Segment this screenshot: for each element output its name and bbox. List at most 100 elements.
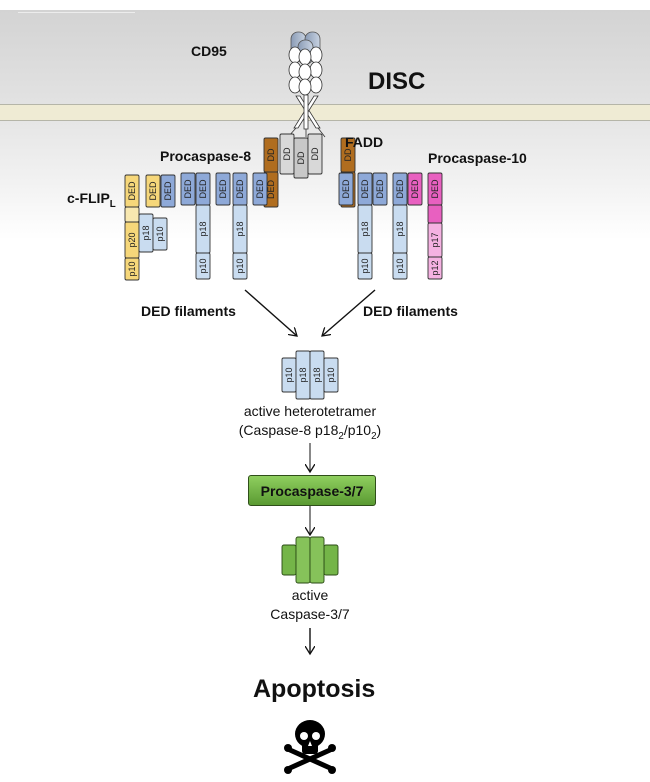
cd95-dd: DD [279, 133, 295, 175]
top-line [18, 12, 135, 13]
heterotetramer-label-line2: (Caspase-8 p182/p102) [238, 422, 382, 442]
caspase8-ded: DED [357, 172, 373, 206]
caspase8-p18: p18 [195, 204, 211, 254]
caspase8-p10: p10 [357, 252, 373, 280]
procaspase10-label: Procaspase-10 [428, 150, 527, 166]
cell-membrane [0, 104, 650, 121]
caspase8-ded: DED [215, 172, 231, 206]
caspase8-p18: p18 [138, 213, 154, 253]
svg-text:DED: DED [255, 179, 265, 199]
cflip-ded: DED [145, 174, 161, 208]
cflip-p20: p20 [124, 221, 140, 259]
caspase8-ded: DED [195, 172, 211, 206]
cflip-ded: DED [124, 174, 140, 208]
svg-text:p18: p18 [141, 225, 151, 240]
svg-text:DD: DD [296, 151, 306, 164]
caspase8-p10: p10 [392, 252, 408, 280]
heterotetramer-p10: p10 [323, 357, 339, 393]
svg-text:p18: p18 [312, 367, 322, 382]
caspase10-ded: DED [427, 172, 443, 206]
caspase8-ded: DED [180, 172, 196, 206]
svg-text:DED: DED [395, 179, 405, 199]
cd95-dd: DD [307, 133, 323, 175]
procaspase8-label: Procaspase-8 [160, 148, 252, 164]
active-caspase37-icon [281, 536, 339, 584]
caspase8-p10: p10 [152, 217, 168, 251]
procaspase37-box: Procaspase-3/7 [248, 475, 376, 506]
arrow-left-filament [244, 289, 297, 336]
svg-text:DD: DD [310, 147, 320, 160]
svg-text:p17: p17 [430, 232, 440, 247]
svg-text:p10: p10 [284, 367, 294, 382]
caspase10-p17: p17 [427, 222, 443, 258]
svg-text:DED: DED [430, 179, 440, 199]
cflip-p10: p10 [124, 257, 140, 281]
svg-text:DED: DED [163, 181, 173, 201]
heterotetramer-p18: p18 [295, 350, 311, 400]
svg-text:p18: p18 [395, 221, 405, 236]
svg-text:DED: DED [410, 179, 420, 199]
caspase8-p18: p18 [232, 204, 248, 254]
skull-crossbones-icon [284, 720, 336, 774]
caspase8-p18: p18 [357, 204, 373, 254]
svg-text:p18: p18 [298, 367, 308, 382]
svg-text:DED: DED [266, 180, 276, 200]
caspase8-ded: DED [232, 172, 248, 206]
heterotetramer-p10: p10 [281, 357, 297, 393]
svg-text:p20: p20 [127, 232, 137, 247]
arrow-right-filament [322, 289, 376, 336]
svg-text:p10: p10 [395, 258, 405, 273]
heterotetramer-label-line1: active heterotetramer [243, 403, 377, 419]
disc-label: DISC [368, 68, 426, 95]
caspase8-ded: DED [160, 174, 176, 208]
svg-text:p10: p10 [155, 226, 165, 241]
svg-text:DED: DED [127, 181, 137, 201]
svg-text:p12: p12 [430, 260, 440, 275]
cflip-linker [124, 206, 140, 223]
cd95-label: CD95 [191, 43, 227, 59]
svg-text:DD: DD [343, 148, 353, 161]
svg-text:DED: DED [148, 181, 158, 201]
svg-text:DED: DED [235, 179, 245, 199]
svg-text:p10: p10 [127, 261, 137, 276]
ded-filaments-left-label: DED filaments [141, 303, 236, 319]
caspase8-ded: DED [252, 172, 268, 206]
active-caspase37-line1: active [291, 587, 329, 603]
fadd-label: FADD [345, 134, 384, 150]
caspase8-p18: p18 [392, 204, 408, 254]
svg-text:p10: p10 [235, 258, 245, 273]
svg-text:DD: DD [266, 148, 276, 161]
svg-text:p10: p10 [198, 258, 208, 273]
cflip-label: c-FLIPL [67, 190, 116, 210]
apoptosis-label: Apoptosis [253, 675, 376, 703]
svg-text:DED: DED [183, 179, 193, 199]
cd95-receptor [287, 31, 326, 138]
cell-background [0, 10, 650, 240]
caspase8-p10: p10 [232, 252, 248, 280]
svg-text:p18: p18 [198, 221, 208, 236]
svg-text:DED: DED [341, 179, 351, 199]
fadd-dd: DD [340, 137, 356, 173]
caspase10-p12: p12 [427, 256, 443, 280]
svg-text:DD: DD [282, 147, 292, 160]
svg-text:p18: p18 [235, 221, 245, 236]
svg-text:p10: p10 [360, 258, 370, 273]
svg-text:DED: DED [360, 179, 370, 199]
svg-text:p10: p10 [326, 367, 336, 382]
ded-filaments-right-label: DED filaments [363, 303, 458, 319]
caspase10-ded: DED [407, 172, 423, 206]
heterotetramer-p18: p18 [309, 350, 325, 400]
svg-text:p18: p18 [360, 221, 370, 236]
caspase8-ded: DED [392, 172, 408, 206]
caspase8-ded: DED [372, 172, 388, 206]
svg-text:DED: DED [218, 179, 228, 199]
caspase8-ded: DED [338, 172, 354, 206]
caspase8-p10: p10 [195, 252, 211, 280]
active-caspase37-line2: Caspase-3/7 [270, 606, 350, 622]
caspase10-linker [427, 204, 443, 224]
svg-text:DED: DED [375, 179, 385, 199]
svg-text:DED: DED [198, 179, 208, 199]
fadd-dd: DD [263, 137, 279, 173]
cd95-dd: DD [293, 137, 309, 179]
